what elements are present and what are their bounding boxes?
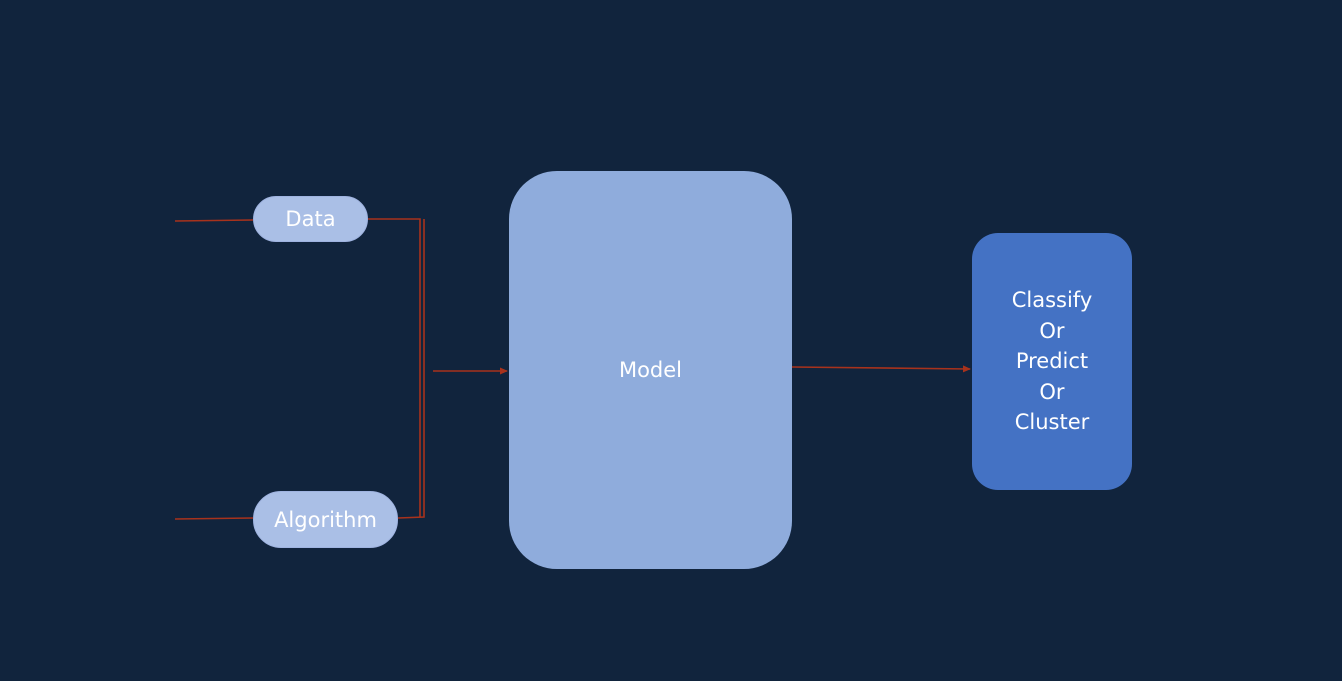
algorithm-node[interactable]: Algorithm — [253, 491, 398, 548]
algorithm-input-line — [174, 517, 254, 520]
model-node-label: Model — [618, 358, 683, 382]
data-input-line — [174, 219, 254, 222]
algorithm-to-bracket-line — [397, 219, 425, 519]
output-line-predict: Predict — [1015, 349, 1089, 374]
data-node[interactable]: Data — [253, 196, 368, 242]
data-to-bracket-line — [368, 218, 421, 517]
algorithm-node-label: Algorithm — [274, 507, 377, 532]
output-node[interactable]: Classify Or Predict Or Cluster — [972, 233, 1132, 490]
model-to-output-arrow — [791, 365, 971, 373]
model-node[interactable]: Model — [509, 171, 792, 569]
output-line-or-2: Or — [1039, 379, 1065, 404]
output-line-cluster: Cluster — [1014, 410, 1090, 435]
output-line-classify: Classify — [1011, 288, 1093, 313]
output-line-or-1: Or — [1039, 318, 1065, 343]
data-node-label: Data — [285, 207, 336, 231]
